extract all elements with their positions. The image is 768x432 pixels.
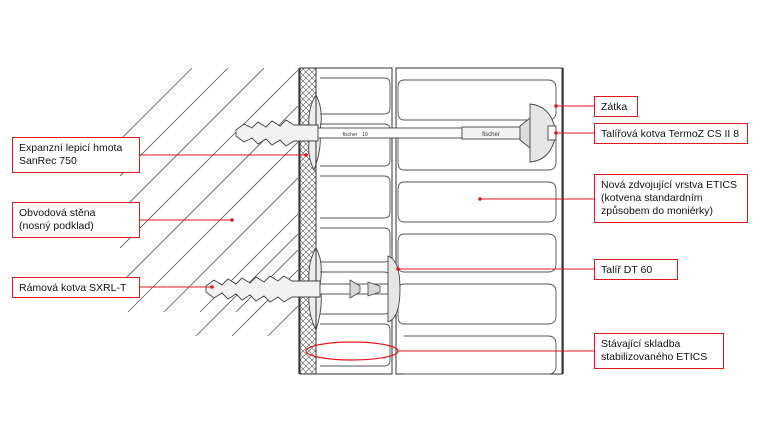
frame-anchor-mark: fischer	[343, 132, 358, 138]
label-existing-etics: Stávající skladba stabilizovaného ETICS	[594, 333, 724, 369]
plate-dt60	[387, 255, 401, 323]
label-wall: Obvodová stěna (nosný podklad)	[12, 202, 140, 238]
label-frame-anchor: Rámová kotva SXRL-T	[12, 277, 140, 298]
frame-plug-top	[235, 119, 319, 147]
leader-dots	[210, 104, 558, 289]
frame-anchor-size: 10	[362, 132, 368, 138]
label-new-etics: Nová zdvojující vrstva ETICS (kotvena st…	[594, 174, 748, 223]
existing-etics-layer	[315, 67, 393, 375]
existing-etics-cells	[320, 77, 391, 367]
frame-plug-bottom	[205, 275, 321, 303]
leader-lines	[140, 105, 594, 352]
frame-anchor-sxrl	[205, 255, 401, 323]
plate-anchor-termoz: fischer fischer 10	[235, 103, 557, 163]
label-expansion-foam: Expanzní lepicí hmota SanRec 750	[12, 137, 140, 173]
wall-hatching	[120, 68, 298, 337]
plate-anchor-mark: fischer	[482, 132, 500, 138]
label-plate-anchor: Talířová kotva TermoZ CS II 8	[594, 123, 748, 144]
label-plate-dt60: Talíř DT 60	[594, 259, 678, 280]
label-plug-cap: Zátka	[594, 96, 638, 117]
existing-etics-highlight	[305, 341, 399, 361]
